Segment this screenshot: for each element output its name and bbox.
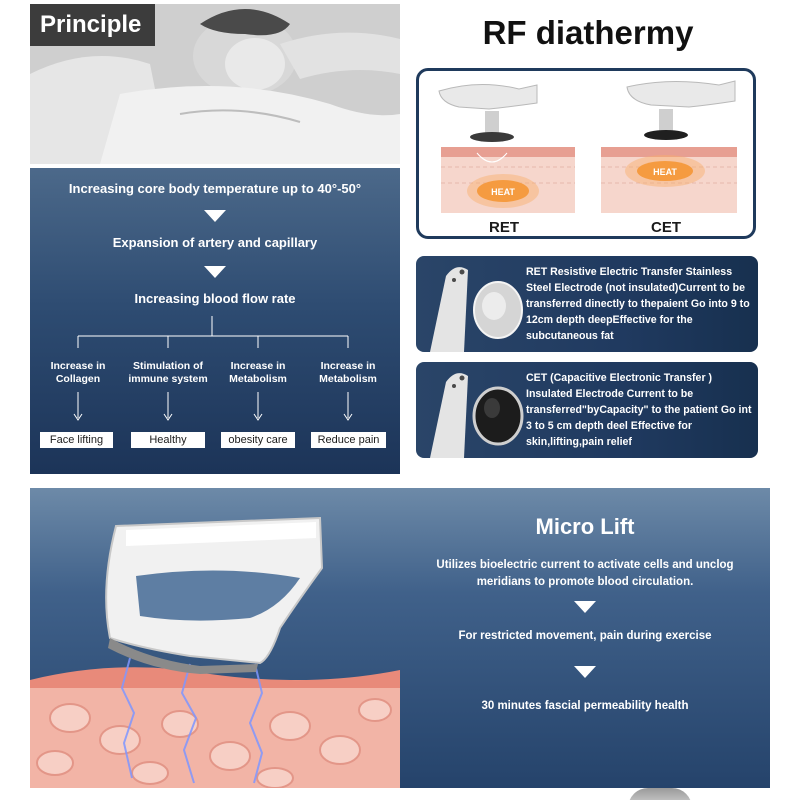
ret-label: RET — [489, 219, 519, 236]
flow-step-2: Expansion of artery and capillary — [112, 235, 318, 250]
ret-heat-zone — [477, 180, 529, 202]
down-arrow-icon — [343, 392, 353, 421]
micro-lift-line-2: For restricted movement, pain during exe… — [458, 630, 712, 642]
rf-diagram: HEAT HEAT — [438, 80, 737, 213]
effect-label-metabolism-2: Increase in Metabolism — [319, 360, 377, 385]
down-arrow-icon — [253, 392, 263, 421]
ret-info-text: RET Resistive Electric Transfer Stainles… — [526, 266, 750, 342]
device-knob-image — [628, 788, 692, 800]
flow-arrow-1-icon — [204, 210, 226, 222]
cet-heat-zone — [637, 161, 693, 181]
ret-tissue — [441, 147, 575, 213]
cet-info-text: CET (Capacitive Electronic Transfer ) In… — [526, 372, 752, 448]
rf-title: RF diathermy — [482, 14, 694, 51]
effect-label-immune: Stimulation of immune system — [128, 360, 208, 385]
ret-heat-label: HEAT — [491, 187, 515, 197]
principle-flow-panel: Increasing core body temperature up to 4… — [30, 168, 400, 474]
micro-lift-description: Utilizes bioelectric current to activate… — [436, 559, 734, 588]
ret-electrode-image — [430, 267, 523, 352]
principle-photo — [30, 4, 400, 164]
cet-label: CET — [651, 219, 681, 236]
cet-info-card: CET (Capacitive Electronic Transfer ) In… — [416, 362, 758, 458]
rf-diagram-box: HEAT HEAT RET CET — [416, 68, 756, 239]
cet-electrode-image — [430, 373, 524, 458]
micro-lift-device-image — [30, 516, 400, 788]
flow-step-3: Increasing blood flow rate — [134, 291, 296, 306]
effect-label-metabolism-1: Increase in Metabolism — [229, 360, 287, 385]
flow-step-1: Increasing core body temperature up to 4… — [68, 181, 362, 196]
flow-arrow-2-icon — [204, 266, 226, 278]
micro-lift-title: Micro Lift — [535, 514, 635, 539]
ret-device-image — [438, 84, 538, 142]
branch-connector — [73, 316, 353, 421]
micro-lift-line-3: 30 minutes fascial permeability health — [481, 700, 689, 712]
down-arrow-icon — [73, 392, 83, 421]
cet-device-image — [626, 80, 736, 140]
cet-heat-label: HEAT — [653, 167, 677, 177]
result-face-lifting: Face lifting — [40, 432, 113, 448]
result-obesity-care: obesity care — [221, 432, 295, 448]
principle-tag: Principle — [30, 4, 156, 46]
micro-arrow-2-icon — [574, 666, 596, 678]
micro-arrow-1-icon — [574, 601, 596, 613]
effect-label-collagen: Increase in Collagen — [50, 360, 106, 385]
result-reduce-pain: Reduce pain — [311, 432, 386, 448]
ret-info-card: RET Resistive Electric Transfer Stainles… — [416, 256, 758, 352]
micro-lift-panel: Micro Lift Utilizes bioelectric current … — [30, 488, 770, 788]
down-arrow-icon — [163, 392, 173, 421]
result-healthy: Healthy — [131, 432, 205, 448]
